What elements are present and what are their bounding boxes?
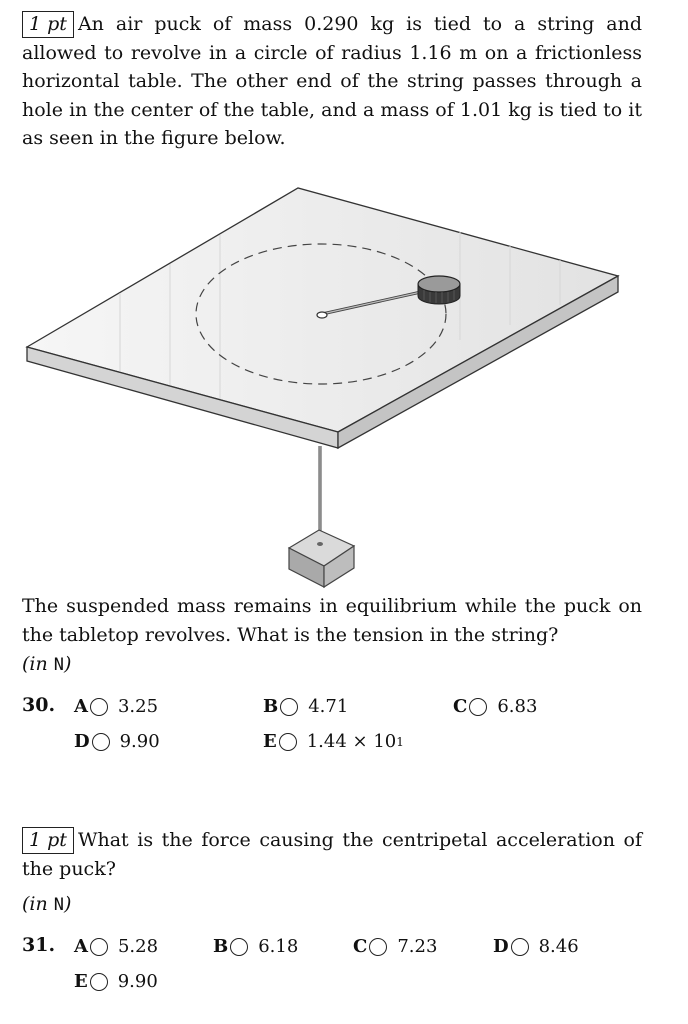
orbit-path xyxy=(195,243,447,385)
center-hole xyxy=(316,311,328,319)
radio-button[interactable] xyxy=(89,697,108,716)
q30-number: 30. xyxy=(22,694,56,716)
q31-number: 31. xyxy=(22,934,56,956)
radio-button[interactable] xyxy=(469,697,488,716)
radio-button[interactable] xyxy=(369,937,388,956)
radio-button[interactable] xyxy=(89,972,108,991)
q30-question: The suspended mass remains in equilibriu… xyxy=(22,595,642,646)
q31-unit: (in N) xyxy=(22,893,72,915)
radio-button[interactable] xyxy=(89,937,108,956)
table-stripes xyxy=(119,232,561,405)
radio-button[interactable] xyxy=(510,937,529,956)
radio-button[interactable] xyxy=(280,697,299,716)
radio-button[interactable] xyxy=(278,732,297,751)
q30-points-badge: 1 pt xyxy=(22,11,74,38)
q30-intro-text: An air puck of mass 0.290 kg is tied to … xyxy=(22,13,642,149)
q31-points-badge: 1 pt xyxy=(22,827,74,854)
puck xyxy=(417,275,461,305)
table-top xyxy=(25,187,620,433)
q31-question: What is the force causing the centripeta… xyxy=(22,829,642,880)
radio-button[interactable] xyxy=(230,937,249,956)
table-side-edge xyxy=(337,274,619,450)
hanging-mass xyxy=(287,529,356,589)
radio-button[interactable] xyxy=(91,732,110,751)
q30-unit: (in N) xyxy=(22,653,72,675)
